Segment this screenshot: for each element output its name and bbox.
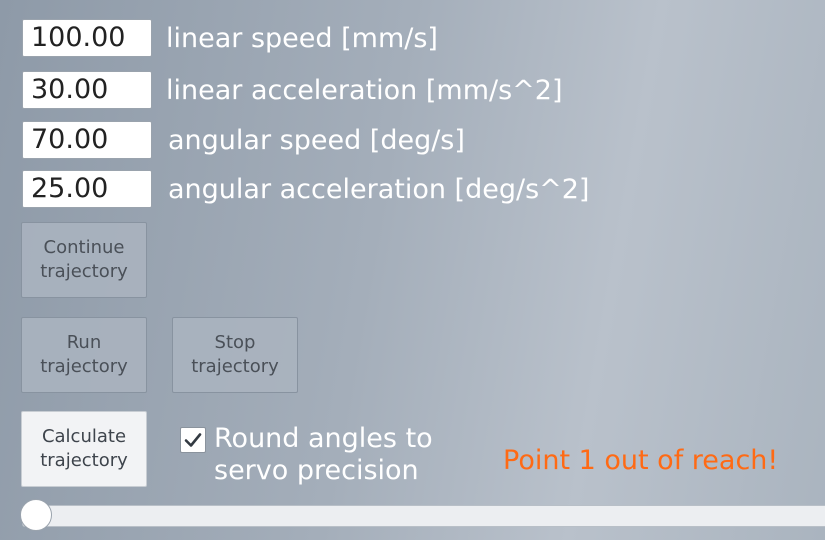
run-trajectory-label: Run trajectory [40,332,128,377]
round-angles-checkbox[interactable] [180,427,206,453]
run-trajectory-button[interactable]: Run trajectory [21,317,147,393]
calculate-trajectory-button[interactable]: Calculate trajectory [21,411,147,487]
angular-speed-row: 70.00 angular speed [deg/s] [22,121,465,159]
checkmark-icon [184,433,202,447]
angular-speed-label: angular speed [deg/s] [168,124,465,156]
linear-speed-input[interactable]: 100.00 [22,19,152,57]
angular-acceleration-label: angular acceleration [deg/s^2] [168,173,590,205]
linear-speed-row: 100.00 linear speed [mm/s] [22,19,438,57]
angular-speed-input[interactable]: 70.00 [22,121,152,159]
calculate-trajectory-label: Calculate trajectory [40,426,128,471]
angular-acceleration-row: 25.00 angular acceleration [deg/s^2] [22,170,590,208]
linear-acceleration-input[interactable]: 30.00 [22,71,152,109]
continue-trajectory-button[interactable]: Continue trajectory [21,222,147,298]
linear-acceleration-label: linear acceleration [mm/s^2] [166,74,563,106]
angular-acceleration-input[interactable]: 25.00 [22,170,152,208]
round-angles-toggle[interactable]: Round angles to servo precision [180,423,433,487]
round-angles-label: Round angles to servo precision [214,423,433,486]
stop-trajectory-label: Stop trajectory [191,332,279,377]
trajectory-slider-track[interactable] [22,505,825,527]
stop-trajectory-button[interactable]: Stop trajectory [172,317,298,393]
linear-acceleration-row: 30.00 linear acceleration [mm/s^2] [22,71,563,109]
continue-trajectory-label: Continue trajectory [40,237,128,282]
trajectory-slider-handle[interactable] [20,499,52,531]
linear-speed-label: linear speed [mm/s] [166,22,438,54]
status-message: Point 1 out of reach! [503,445,779,476]
